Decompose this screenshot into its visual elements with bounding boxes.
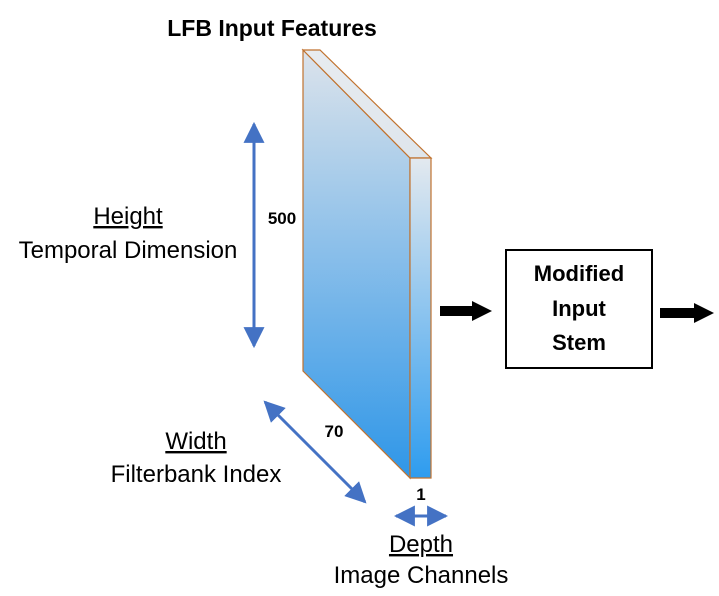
height-label: Height (93, 203, 163, 230)
stem-line-1: Modified (534, 261, 624, 286)
width-value: 70 (325, 422, 344, 441)
tensor-front-face (302, 48, 411, 480)
modified-input-stem-block: Modified Input Stem (505, 249, 653, 369)
stem-line-2: Input (552, 296, 606, 321)
width-description: Filterbank Index (111, 461, 282, 488)
depth-description: Image Channels (334, 562, 509, 589)
width-label: Width (165, 428, 226, 455)
stem-line-3: Stem (552, 330, 606, 355)
tensor-slab (301, 48, 433, 480)
depth-label: Depth (389, 531, 453, 558)
arrow-to-stem-icon (440, 301, 492, 321)
width-arrow (263, 400, 367, 504)
depth-value: 1 (416, 485, 425, 504)
height-value: 500 (268, 209, 296, 228)
arrow-out-icon (660, 303, 714, 323)
height-description: Temporal Dimension (19, 237, 238, 264)
tensor-side-face (409, 157, 432, 479)
diagram-title: LFB Input Features (167, 15, 377, 41)
